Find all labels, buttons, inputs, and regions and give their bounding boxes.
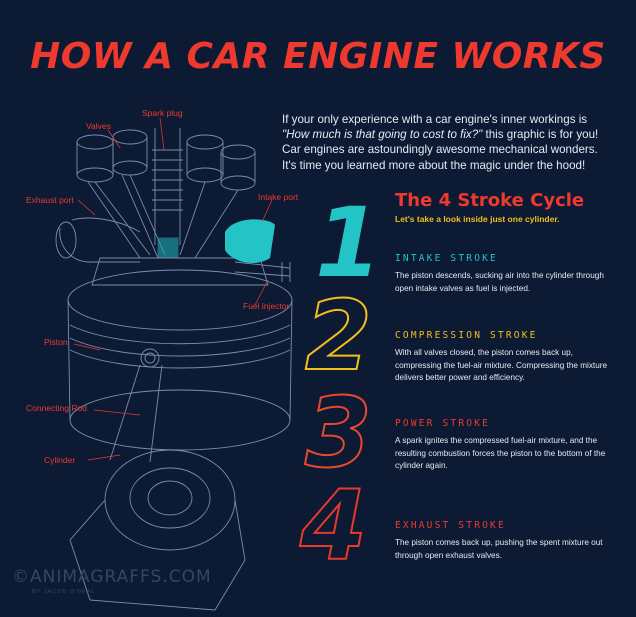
label-cylinder: Cylinder — [44, 455, 76, 465]
label-fuel-injector: Fuel injector — [243, 301, 290, 311]
intro-quote: "How much is that going to cost to fix?" — [282, 128, 483, 142]
intake-valves-drawing — [179, 134, 256, 259]
stroke-4-name: EXHAUST STROKE — [395, 520, 506, 531]
intro-text: If your only experience with a car engin… — [282, 112, 612, 173]
stroke-2-desc: With all valves closed, the piston comes… — [395, 348, 608, 382]
label-spark-plug: Spark plug — [142, 108, 183, 118]
intake-port-shape — [225, 219, 275, 264]
cycle-subtitle: Let's take a look inside just one cylind… — [395, 214, 560, 224]
connecting-rod-drawing — [109, 364, 163, 463]
stroke-3-name: POWER STROKE — [395, 418, 491, 429]
spark-plug-drawing — [152, 128, 183, 259]
stroke-number-3: 3 — [304, 377, 373, 489]
stroke-1-name: INTAKE STROKE — [395, 253, 498, 264]
crankshaft-drawing — [69, 449, 246, 611]
exhaust-port-drawing — [59, 217, 141, 263]
stroke-2-name: COMPRESSION STROKE — [395, 330, 538, 341]
stroke-1-desc: The piston descends, sucking air into th… — [395, 271, 604, 293]
exhaust-valves-drawing — [76, 129, 166, 259]
stroke-4-desc: The piston comes back up, pushing the sp… — [395, 538, 603, 560]
credit-author: BY JACOB O'NEAL — [32, 589, 96, 595]
intro-part2: this graphic is for you! Car engines are… — [282, 128, 599, 172]
label-exhaust-port: Exhaust port — [26, 195, 74, 205]
cycle-title: The 4 Stroke Cycle — [395, 190, 585, 211]
stroke-3-desc: A spark ignites the compressed fuel-air … — [395, 436, 606, 470]
stroke-number-4: 4 — [299, 470, 368, 582]
credit-brand: ©ANIMAGRAFFS.COM — [12, 567, 212, 587]
piston-drawing — [67, 269, 293, 451]
label-intake-port: Intake port — [258, 192, 299, 202]
intro-part1: If your only experience with a car engin… — [282, 113, 588, 126]
stroke-number-2: 2 — [304, 280, 373, 392]
label-connecting-rod: Connecting Rod — [26, 403, 87, 413]
page-title: HOW A CAR ENGINE WORKS — [30, 36, 606, 77]
label-piston: Piston — [44, 337, 68, 347]
label-valves: Valves — [86, 121, 111, 131]
stroke-number-1: 1 — [315, 187, 382, 299]
